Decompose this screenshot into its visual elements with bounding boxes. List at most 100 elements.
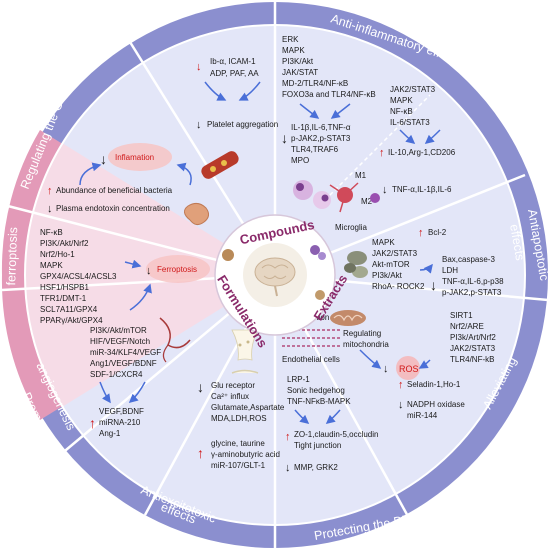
ox-pathway-3: JAK2/STAT3	[450, 344, 496, 353]
down-arrow-icon: ↓	[100, 151, 107, 167]
flow-arrow	[238, 81, 261, 101]
excito-down-0: Glu receptor	[211, 381, 255, 390]
ai-pathway-3: JAK/STAT	[282, 68, 318, 77]
bbb-up-0: ZO-1,claudin-5,occludin	[294, 430, 378, 439]
thrombosis-target-0: Ib-α, ICAM-1	[210, 57, 256, 66]
flow-arrow	[419, 263, 433, 274]
bbb-endothelial: Endothelial cells	[282, 355, 340, 364]
down-arrow-icon: ↓	[383, 363, 389, 375]
flow-arrow	[204, 81, 227, 101]
down-arrow-icon: ↓	[47, 203, 53, 215]
angio-up-1: miRNA-210	[99, 418, 141, 427]
excito-down-2: Glutamate,Aspartate	[211, 403, 285, 412]
excito-up-1: γ-aminobutyric acid	[211, 450, 280, 459]
bbb-down: MMP, GRK2	[294, 463, 338, 472]
flow-arrow	[418, 359, 431, 369]
gba-up: Abundance of beneficial bacteria	[56, 186, 173, 195]
ai-pathway-0: ERK	[282, 35, 299, 44]
ai-down-m1: TNF-α,IL-1β,IL-6	[392, 185, 452, 194]
mitochondria-icon	[330, 310, 366, 326]
vessel-sprout-icon	[159, 317, 191, 363]
ox-label-2: mitochondria	[343, 340, 389, 349]
thrombosis-target-1: ADP, PAF, AA	[210, 69, 259, 78]
inflammatory-cells-icon	[293, 180, 331, 209]
angio-up-2: Ang-1	[99, 429, 121, 438]
ferro-pathway-0: NF-κB	[40, 228, 63, 237]
ferro-pathway-3: MAPK	[40, 261, 63, 270]
ferro-pathway-4: GPX4/ACSL4/ACSL3	[40, 272, 117, 281]
thrombosis-effect: Platelet aggregation	[207, 120, 278, 129]
excito-down-3: MDA,LDH,ROS	[211, 414, 267, 423]
apo-up: Bcl-2	[428, 228, 447, 237]
down-arrow-icon: ↓	[196, 61, 202, 73]
flow-arrow	[294, 409, 310, 424]
ai-down-1: p-JAK2,p-STAT3	[291, 134, 351, 143]
ox-pathway-2: PI3k/Art/Nrf2	[450, 333, 496, 342]
apo-pathway-3: PI3k/Akt	[372, 271, 403, 280]
flow-arrow	[176, 162, 192, 186]
thrombosis-content: ↓ Ib-α, ICAM-1 ADP, PAF, AA ↓ Platelet a…	[196, 57, 278, 179]
herb-icon	[222, 245, 326, 300]
flow-arrow	[129, 283, 152, 311]
ai-pathway-1: MAPK	[282, 46, 305, 55]
ai-pathway-4: MD-2/TLR4/NF-κB	[282, 79, 348, 88]
blood-vessel-icon	[201, 151, 239, 179]
label-microglia: Microglia	[335, 223, 368, 232]
apo-down-0: Bax,caspase-3	[442, 255, 495, 264]
brain-icon	[254, 257, 296, 297]
anti-inflammatory-content: ERK MAPK PI3K/Akt JAK/STAT MD-2/TLR4/NF-…	[281, 35, 456, 232]
ai-pathway-2: PI3K/Akt	[282, 57, 314, 66]
flow-arrow	[128, 381, 146, 403]
ferroptosis-content: NF-κB PI3K/Akt/Nrf2 Nrf2/Ho-1 MAPK GPX4/…	[40, 228, 210, 325]
ai-mac-pathway-1: MAPK	[390, 96, 413, 105]
up-arrow-icon: ↑	[418, 227, 424, 239]
synapse-icon	[231, 329, 259, 374]
ai-mac-pathway-3: IL-6/STAT3	[390, 118, 430, 127]
apo-pathway-1: JAK2/STAT3	[372, 249, 418, 258]
ferro-pathway-8: PPARγ/Akt/GPX4	[40, 316, 103, 325]
ox-down-1: miR-144	[407, 411, 438, 420]
inflammation-burst-icon	[108, 143, 172, 171]
title-antiapoptotic-2: effects	[507, 223, 527, 261]
ai-pathway-5: FOXO3a and TLR4/NF-κB	[282, 90, 376, 99]
flow-arrow	[325, 409, 341, 424]
title-ferroptosis-2: ferroptosis	[4, 227, 20, 286]
gba-down: Plasma endotoxin concentration	[56, 204, 170, 213]
bbb-up-1: Tight junction	[294, 441, 341, 450]
up-arrow-icon: ↑	[47, 185, 53, 197]
excito-down-1: Ca²⁺ influx	[211, 392, 249, 401]
band-border	[24, 24, 526, 526]
down-arrow-icon: ↓	[430, 277, 437, 293]
gba-content: ↓ Inflamation ↑ Abundance of beneficial …	[47, 143, 210, 226]
microglia-icon	[329, 182, 380, 213]
oxidative-content: Regulating mitochondria SIRT1 Nrf2/ARE P…	[330, 310, 496, 420]
ai-down-2: TLR4,TRAF6	[291, 145, 339, 154]
ferro-pathway-5: HSF1/HSPB1	[40, 283, 89, 292]
excito-up-2: miR-107/GLT-1	[211, 461, 266, 470]
down-arrow-icon: ↓	[285, 462, 291, 474]
bbb-pathway-1: Sonic hedgehog	[287, 386, 345, 395]
apo-pathway-2: Akt-mTOR	[372, 260, 410, 269]
flow-arrow	[299, 103, 320, 119]
angio-pathway-1: HIF/VEGF/Notch	[90, 337, 150, 346]
angio-pathway-2: miR-34/KLF4/VEGF	[90, 348, 161, 357]
apo-down-3: p-JAK2,p-STAT3	[442, 288, 502, 297]
bbb-pathway-2: TNF-NFκB-MAPK	[287, 397, 351, 406]
antiapoptotic-content: ↑ Bcl-2 MAPK JAK2/STAT3 Akt-mTOR PI3k/Ak…	[344, 227, 504, 297]
flow-arrow	[399, 129, 416, 144]
up-arrow-icon: ↑	[379, 147, 385, 159]
ros-burst-icon	[396, 356, 420, 380]
flow-arrow	[359, 349, 382, 369]
up-arrow-icon: ↑	[89, 415, 96, 431]
flow-arrow	[424, 129, 441, 144]
down-arrow-icon: ↓	[398, 399, 404, 411]
ox-up: Seladin-1,Ho-1	[407, 380, 461, 389]
ox-down-0: NADPH oxidase	[407, 400, 465, 409]
ai-mac-pathway-2: NF-κB	[390, 107, 413, 116]
label-m1: M1	[355, 171, 367, 180]
intestine-icon	[184, 202, 210, 226]
ferro-pathway-6: TFR1/DMT-1	[40, 294, 87, 303]
label-m2: M2	[361, 197, 373, 206]
